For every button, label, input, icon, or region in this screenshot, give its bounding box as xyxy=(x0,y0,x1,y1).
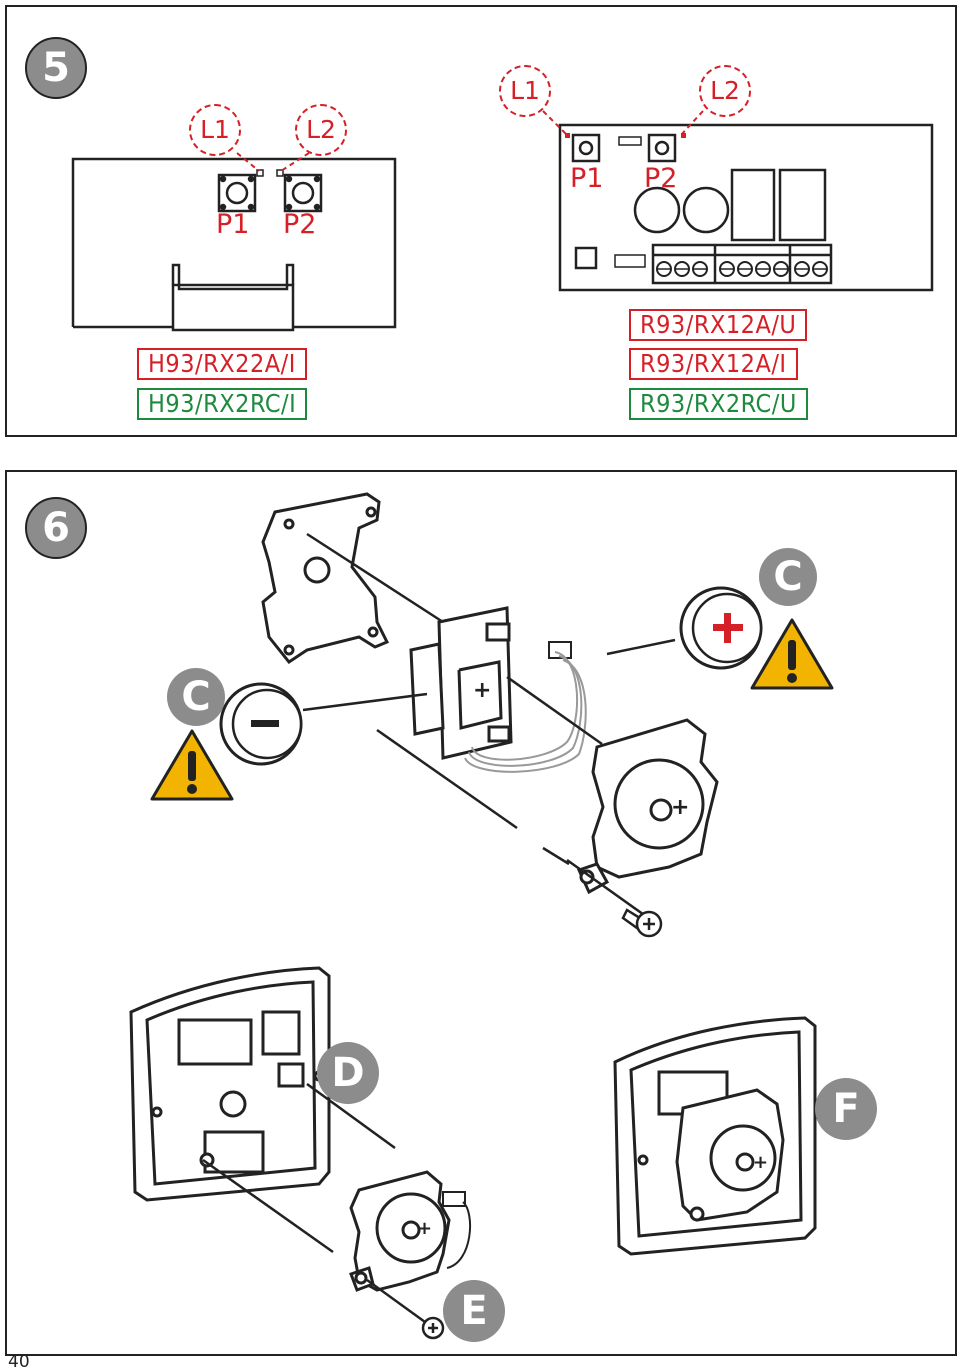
svg-text:+: + xyxy=(417,1218,432,1239)
battery-holder-drawing: + xyxy=(576,718,719,895)
model-r93-rx12a-i: R93/RX12A/I xyxy=(629,348,798,380)
svg-text:+: + xyxy=(671,795,689,820)
screw-small-drawing xyxy=(366,1278,445,1340)
model-h93-rx22a-i: H93/RX22A/I xyxy=(137,348,307,380)
terminal-screws xyxy=(656,261,828,277)
battery-minus-drawing xyxy=(219,682,303,766)
wall-base-left-drawing xyxy=(129,966,331,1202)
button-p1-label: P1 xyxy=(216,209,250,240)
wires xyxy=(464,651,587,773)
callout-e: E xyxy=(443,1280,505,1342)
callout-d: D xyxy=(317,1042,379,1104)
step-6-drawing: + + xyxy=(129,492,834,1340)
step-5-panel: 5 xyxy=(5,5,957,437)
step-5-drawing xyxy=(71,110,934,332)
warning-triangle-icon-right xyxy=(750,618,834,690)
back-bracket-drawing xyxy=(261,492,390,665)
warning-triangle-icon-left xyxy=(150,729,234,801)
model-r93-rx12a-u: R93/RX12A/U xyxy=(629,309,808,341)
step-6-badge: 6 xyxy=(25,497,87,559)
screw-drawing xyxy=(566,858,663,938)
assembly-guide-lines xyxy=(302,532,676,866)
page-number: 40 xyxy=(8,1352,30,1372)
led-l1-callout-right: L1 xyxy=(499,65,551,117)
button-p1-label-right: P1 xyxy=(570,163,604,194)
battery-holder-small-drawing: + xyxy=(349,1170,472,1292)
step-5-badge: 5 xyxy=(25,37,87,99)
callout-f: F xyxy=(815,1078,877,1140)
led-l1-callout: L1 xyxy=(189,104,241,156)
callout-c-right: C xyxy=(759,548,817,606)
pcb-drawing: + xyxy=(409,606,572,760)
model-h93-rx2rc-i: H93/RX2RC/I xyxy=(137,388,308,420)
button-p2-label-right: P2 xyxy=(644,163,678,194)
button-p2-label: P2 xyxy=(283,209,317,240)
svg-text:+: + xyxy=(753,1152,768,1173)
model-r93-rx2rc-u: R93/RX2RC/U xyxy=(629,388,808,420)
battery-plus-drawing xyxy=(679,586,763,670)
step-6-panel: 6 + xyxy=(5,470,957,1356)
svg-text:+: + xyxy=(473,678,491,703)
wall-base-right-drawing: + xyxy=(613,1016,817,1256)
led-l2-callout: L2 xyxy=(295,104,347,156)
led-l2-callout-right: L2 xyxy=(699,65,751,117)
callout-c-left: C xyxy=(167,668,225,726)
